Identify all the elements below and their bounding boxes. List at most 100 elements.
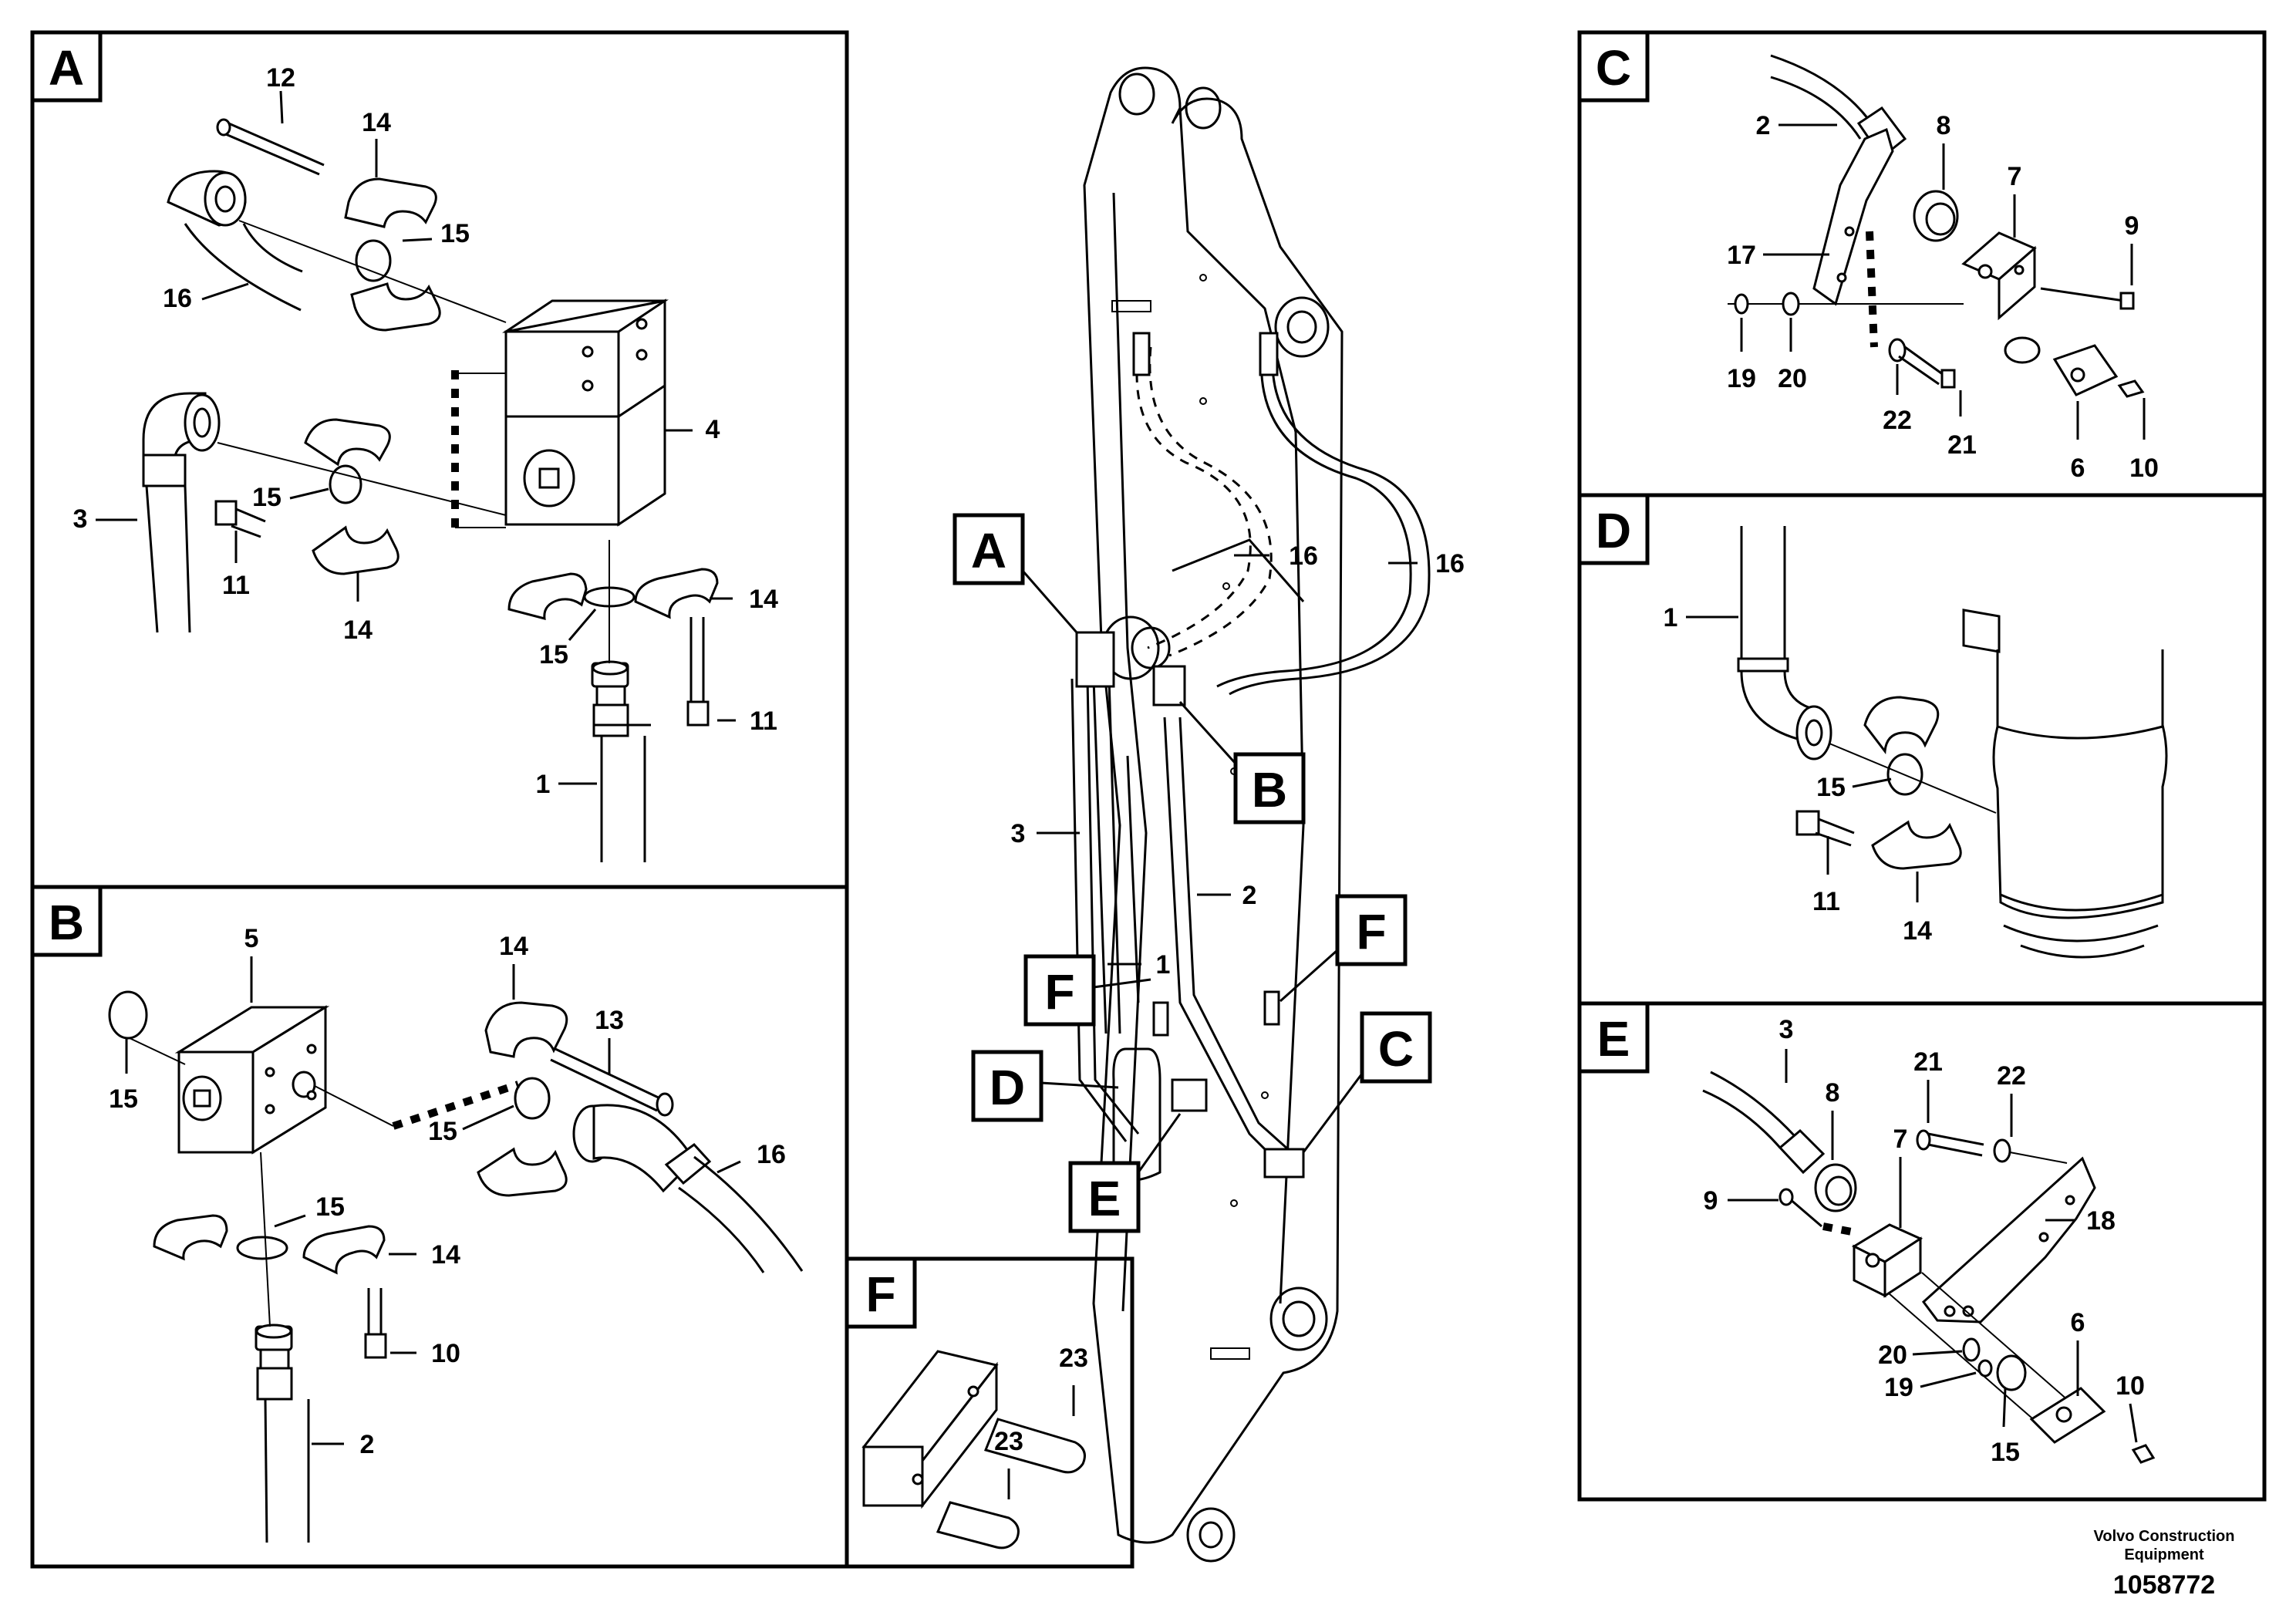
split-flange-half (304, 418, 391, 467)
main-letter-e: E (1068, 1113, 1182, 1233)
callout-3: 3 (1779, 1015, 1794, 1044)
svg-text:A: A (971, 523, 1006, 578)
o-ring (2004, 336, 2041, 364)
callout-3: 3 (73, 504, 88, 534)
panel-e: E (1577, 1001, 2267, 1502)
bolt-11-drawing (1795, 810, 1855, 847)
callout-11: 11 (750, 706, 777, 736)
bolt-9-drawing (1778, 1188, 1822, 1228)
main-letter-f-right: F (1279, 894, 1408, 1003)
callout-4: 4 (706, 415, 720, 444)
callout-15: 15 (539, 640, 568, 669)
footer: Volvo Construction Equipment 1058772 (2094, 1528, 2235, 1600)
flange-6-drawing (2052, 344, 2119, 396)
manifold-block-4 (502, 298, 669, 527)
split-flange-half (350, 282, 441, 332)
svg-text:D: D (990, 1060, 1025, 1115)
block-7-drawing (1851, 1223, 1923, 1298)
callout-15: 15 (428, 1117, 457, 1146)
panel-f-letter: F (865, 1266, 895, 1322)
svg-text:E: E (1088, 1171, 1121, 1226)
split-flange-half (507, 572, 588, 621)
o-ring (1996, 1354, 2027, 1391)
callout-7: 7 (2008, 162, 2022, 191)
fitting-8-drawing (1913, 190, 1959, 242)
main-letter-b: B (1178, 700, 1306, 824)
split-flange-half (634, 568, 719, 619)
callout-2: 2 (1756, 111, 1771, 140)
o-ring (514, 1077, 551, 1120)
bolt-12-drawing (216, 118, 325, 176)
main-callout-2: 2 (1242, 881, 1257, 910)
callout-1: 1 (1664, 603, 1678, 632)
callout-14: 14 (431, 1240, 460, 1270)
callout-21: 21 (1947, 430, 1977, 460)
callout-20: 20 (1778, 364, 1807, 393)
bracket-18-drawing (1921, 1156, 2096, 1324)
o-ring (329, 464, 362, 504)
callout-14: 14 (343, 615, 373, 645)
block-5-drawing (174, 1005, 330, 1155)
split-flange-half (312, 525, 400, 575)
bolt-10-drawing (2131, 1444, 2156, 1464)
panel-b-label-box (30, 885, 103, 957)
panel-c-letter: C (1596, 40, 1631, 96)
panel-b-letter: B (49, 895, 84, 950)
callout-14: 14 (1903, 916, 1932, 946)
o-ring (236, 1236, 288, 1260)
callout-10: 10 (2116, 1371, 2145, 1401)
bolt-10-drawing (364, 1288, 387, 1359)
company-name-line2: Equipment (2124, 1546, 2204, 1563)
bolt-21-drawing (1898, 346, 1956, 389)
callout-1: 1 (536, 770, 551, 799)
callout-19: 19 (1884, 1373, 1913, 1402)
panel-b: B (30, 885, 849, 1569)
block-7-drawing (1961, 231, 2037, 653)
main-letter-d: D (971, 1050, 1119, 1122)
callout-23: 23 (994, 1427, 1023, 1456)
cylinder-drawing (1992, 649, 2168, 959)
split-flange-half (484, 1001, 568, 1058)
block-at-a (1075, 631, 1115, 688)
washer-19 (1977, 1359, 1993, 1378)
callout-13: 13 (595, 1006, 624, 1035)
callout-19: 19 (1727, 364, 1756, 393)
split-flange-half (477, 1147, 568, 1197)
callout-16: 16 (163, 284, 192, 313)
panel-d: D 1 15 11 (1577, 493, 2267, 1006)
bolt-11-drawing (214, 500, 266, 538)
callout-8: 8 (1937, 111, 1951, 140)
callout-22: 22 (1997, 1061, 2026, 1091)
callout-9: 9 (2125, 211, 2139, 241)
pipe-2-drawing (255, 1324, 310, 1543)
main-callout-1: 1 (1156, 950, 1171, 980)
hose-3-drawing (142, 392, 221, 633)
callout-10: 10 (2129, 454, 2159, 483)
bolt-11-drawing (686, 617, 710, 727)
callout-11: 11 (1812, 887, 1840, 916)
callout-8: 8 (1826, 1078, 1840, 1108)
bolt-13-drawing (550, 1047, 674, 1117)
pin-23-upper (983, 1418, 1086, 1474)
panel-d-label-box (1577, 493, 1650, 565)
callout-22: 22 (1883, 406, 1912, 435)
callout-6: 6 (2071, 454, 2085, 483)
pin-23-lower (936, 1501, 1020, 1549)
block-at-e (1171, 1078, 1208, 1112)
document-number: 1058772 (2113, 1570, 2215, 1600)
callout-14: 14 (362, 108, 391, 137)
block-at-b (1152, 665, 1186, 706)
callout-7: 7 (1893, 1125, 1908, 1154)
callout-17: 17 (1727, 241, 1756, 270)
main-callout-16-outer: 16 (1435, 549, 1465, 578)
svg-text:F: F (1356, 904, 1386, 959)
washer-22 (1993, 1138, 2011, 1163)
callout-15: 15 (315, 1192, 345, 1222)
hose-16-drawing (572, 1104, 804, 1273)
callout-21: 21 (1913, 1047, 1943, 1077)
panel-e-label-box (1577, 1001, 1650, 1074)
callout-15: 15 (1991, 1438, 2020, 1467)
main-callout-3: 3 (1011, 819, 1026, 848)
block-at-c (1263, 1148, 1305, 1179)
pipe-1-drawing (591, 660, 651, 862)
